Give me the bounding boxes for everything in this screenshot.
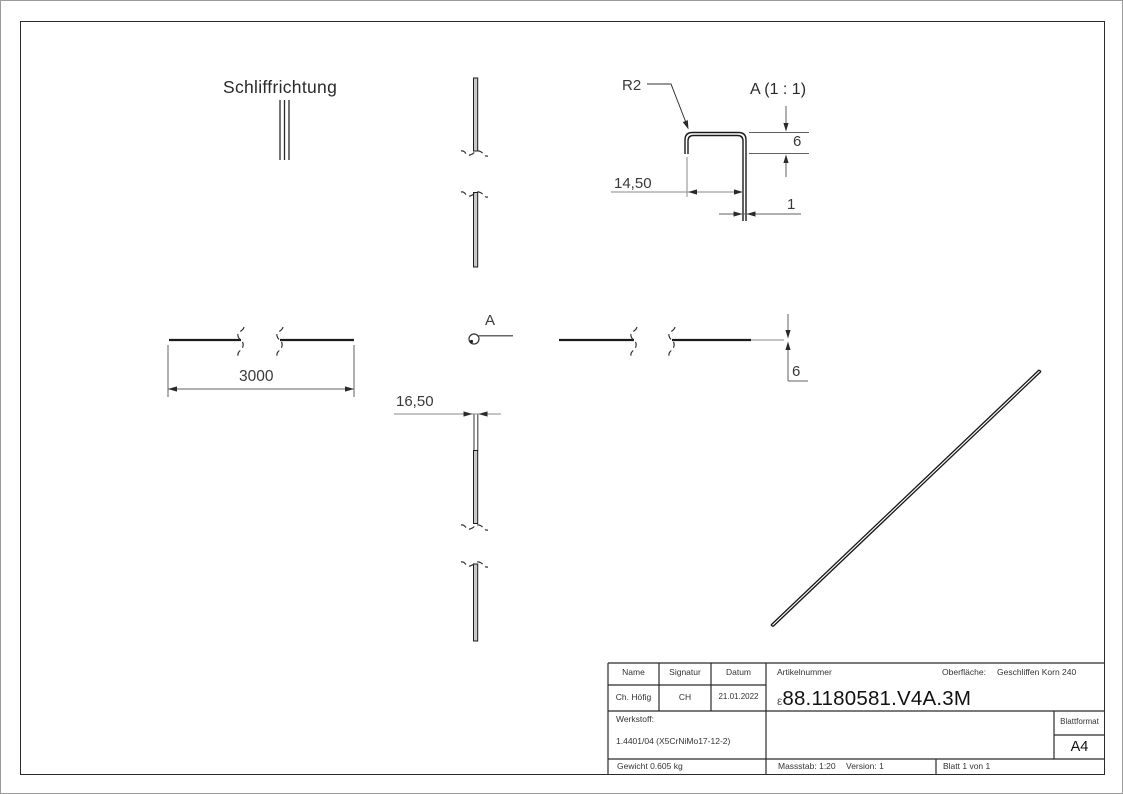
sheet-format-label: Blattformat xyxy=(1060,717,1099,726)
radius-label: R2 xyxy=(622,77,642,94)
sheet-format-value: A4 xyxy=(1070,739,1089,755)
surface-label: Oberfläche: xyxy=(942,667,986,677)
article-number-value: 88.1180581.V4A.3M xyxy=(782,687,972,710)
scale-value: Massstab: 1:20 xyxy=(778,761,836,771)
detail-callout-letter: A xyxy=(485,312,496,329)
titleblock-name-label: Name xyxy=(622,667,645,677)
front-view-vertical xyxy=(460,77,489,268)
titleblock-signature-label: Signatur xyxy=(669,667,701,677)
version-value: Version: 1 xyxy=(846,761,884,771)
grind-direction-label: Schliffrichtung xyxy=(223,77,338,97)
article-number-prefix: ε xyxy=(777,694,783,708)
break-symbol xyxy=(668,326,676,357)
title-block-grid xyxy=(607,662,1105,775)
material-value: 1.4401/04 (X5CrNiMo17-12-2) xyxy=(616,736,731,746)
dim-length: 3000 xyxy=(239,368,274,385)
titleblock-name-value: Ch. Höfig xyxy=(615,692,652,702)
break-symbol xyxy=(460,524,489,531)
dim-side-height: 6 xyxy=(792,363,801,380)
titleblock-signature-value: CH xyxy=(678,692,692,702)
article-number-label: Artikelnummer xyxy=(777,667,832,677)
detail-a-dimensions xyxy=(611,83,809,215)
break-symbol xyxy=(237,326,245,357)
profile-inner xyxy=(687,134,744,221)
break-symbol xyxy=(460,561,489,568)
grind-direction-hatch xyxy=(279,100,290,160)
profile-outer xyxy=(684,131,747,221)
surface-value: Geschliffen Korn 240 xyxy=(997,667,1077,677)
break-symbol xyxy=(276,326,284,357)
break-symbol xyxy=(630,326,638,357)
isometric-view xyxy=(770,369,1042,628)
titleblock-date-value: 21.01.2022 xyxy=(718,692,759,701)
sheet-value: Blatt 1 von 1 xyxy=(943,761,991,771)
break-symbol xyxy=(460,150,489,157)
detail-view-a xyxy=(684,131,747,221)
titleblock-date-label: Datum xyxy=(725,667,752,677)
side-view-vertical xyxy=(394,411,501,642)
detail-view-title: A (1 : 1) xyxy=(750,81,807,98)
dim-profile-height: 6 xyxy=(793,133,802,150)
drawing-frame xyxy=(20,21,1105,775)
break-symbol xyxy=(460,191,489,198)
article-number-line: ε88.1180581.V4A.3M xyxy=(777,687,971,711)
detail-callout-a xyxy=(468,333,513,345)
dim-thickness: 1 xyxy=(787,196,796,213)
weight-value: Gewicht 0.605 kg xyxy=(617,761,683,771)
detail-a-arrowheads xyxy=(682,120,789,217)
dim-profile-width: 14,50 xyxy=(614,175,652,192)
material-label: Werkstoff: xyxy=(616,714,654,724)
top-view-length xyxy=(167,326,355,397)
dim-bottom-width: 16,50 xyxy=(396,393,434,410)
top-view-height xyxy=(559,314,808,382)
